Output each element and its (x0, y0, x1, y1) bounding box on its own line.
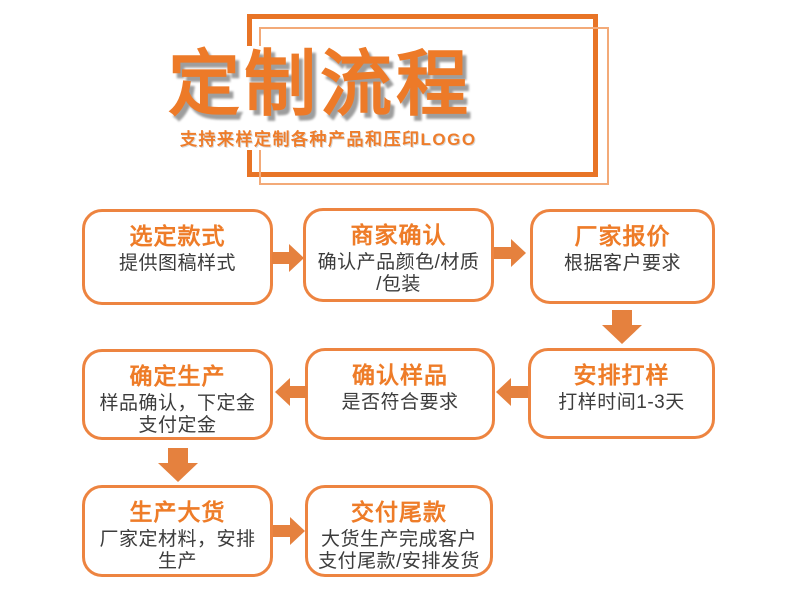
flow-step-desc-line: 根据客户要求 (563, 253, 681, 274)
flow-step-desc: 提供图稿样式 (85, 253, 270, 275)
arrow-right-icon (273, 517, 305, 545)
flow-step-desc: 根据客户要求 (533, 253, 712, 275)
flow-step-mass-production: 生产大货 厂家定材料，安排 生产 (82, 485, 273, 577)
flow-step-title: 确认样品 (352, 362, 448, 388)
page-title: 定制流程 (168, 41, 473, 126)
flow-step-title: 厂家报价 (574, 223, 671, 249)
flow-step-factory-quote: 厂家报价 根据客户要求 (530, 209, 715, 304)
page-subtitle: 支持来样定制各种产品和压印LOGO (180, 130, 477, 149)
flow-step-desc-line: 大货生产完成客户 (320, 529, 477, 550)
arrow-right-icon (494, 239, 526, 267)
arrow-left-icon (496, 378, 528, 406)
flow-step-desc-line: 确认产品颜色/材质 (317, 252, 480, 273)
flow-step-desc: 打样时间1-3天 (531, 392, 712, 414)
flow-step-merchant-confirm: 商家确认 确认产品颜色/材质 /包装 (303, 208, 494, 302)
flow-step-desc-line: 支付定金 (138, 415, 217, 436)
flow-step-final-payment: 交付尾款 大货生产完成客户 支付尾款/安排发货 (305, 485, 493, 577)
flow-step-title: 商家确认 (350, 222, 447, 248)
flow-step-select-style: 选定款式 提供图稿样式 (82, 209, 273, 305)
flow-step-title: 选定款式 (129, 223, 226, 249)
flow-step-desc-line: 打样时间1-3天 (558, 392, 685, 413)
flow-step-desc-line: 提供图稿样式 (118, 253, 236, 274)
flow-step-title: 安排打样 (573, 362, 670, 388)
flow-step-title: 生产大货 (129, 499, 226, 525)
flow-step-title: 确定生产 (129, 363, 226, 389)
arrow-down-icon (158, 448, 198, 482)
flow-step-arrange-sampling: 安排打样 打样时间1-3天 (528, 348, 715, 439)
arrow-down-icon (602, 310, 642, 344)
flow-step-desc-line: 生产 (157, 551, 197, 572)
flow-step-desc: 大货生产完成客户 支付尾款/安排发货 (308, 529, 490, 573)
flow-step-desc-line: 支付尾款/安排发货 (318, 551, 480, 572)
flow-step-desc-line: /包装 (376, 274, 421, 295)
flow-step-confirm-sample: 确认样品 是否符合要求 (305, 348, 495, 440)
flow-step-desc: 是否符合要求 (308, 392, 492, 414)
flow-step-desc-line: 是否符合要求 (341, 392, 459, 413)
header: 定制流程 支持来样定制各种产品和压印LOGO (160, 46, 528, 150)
flow-step-desc: 厂家定材料，安排 生产 (85, 529, 270, 573)
flow-step-desc: 确认产品颜色/材质 /包装 (306, 252, 491, 296)
arrow-right-icon (272, 244, 304, 272)
flow-step-title: 交付尾款 (351, 499, 447, 525)
flow-step-confirm-production: 确定生产 样品确认，下定金 支付定金 (82, 349, 273, 440)
arrow-left-icon (275, 378, 307, 406)
flow-step-desc-line: 样品确认，下定金 (99, 393, 256, 414)
flow-step-desc-line: 厂家定材料，安排 (99, 529, 256, 550)
flow-step-desc: 样品确认，下定金 支付定金 (85, 393, 270, 437)
